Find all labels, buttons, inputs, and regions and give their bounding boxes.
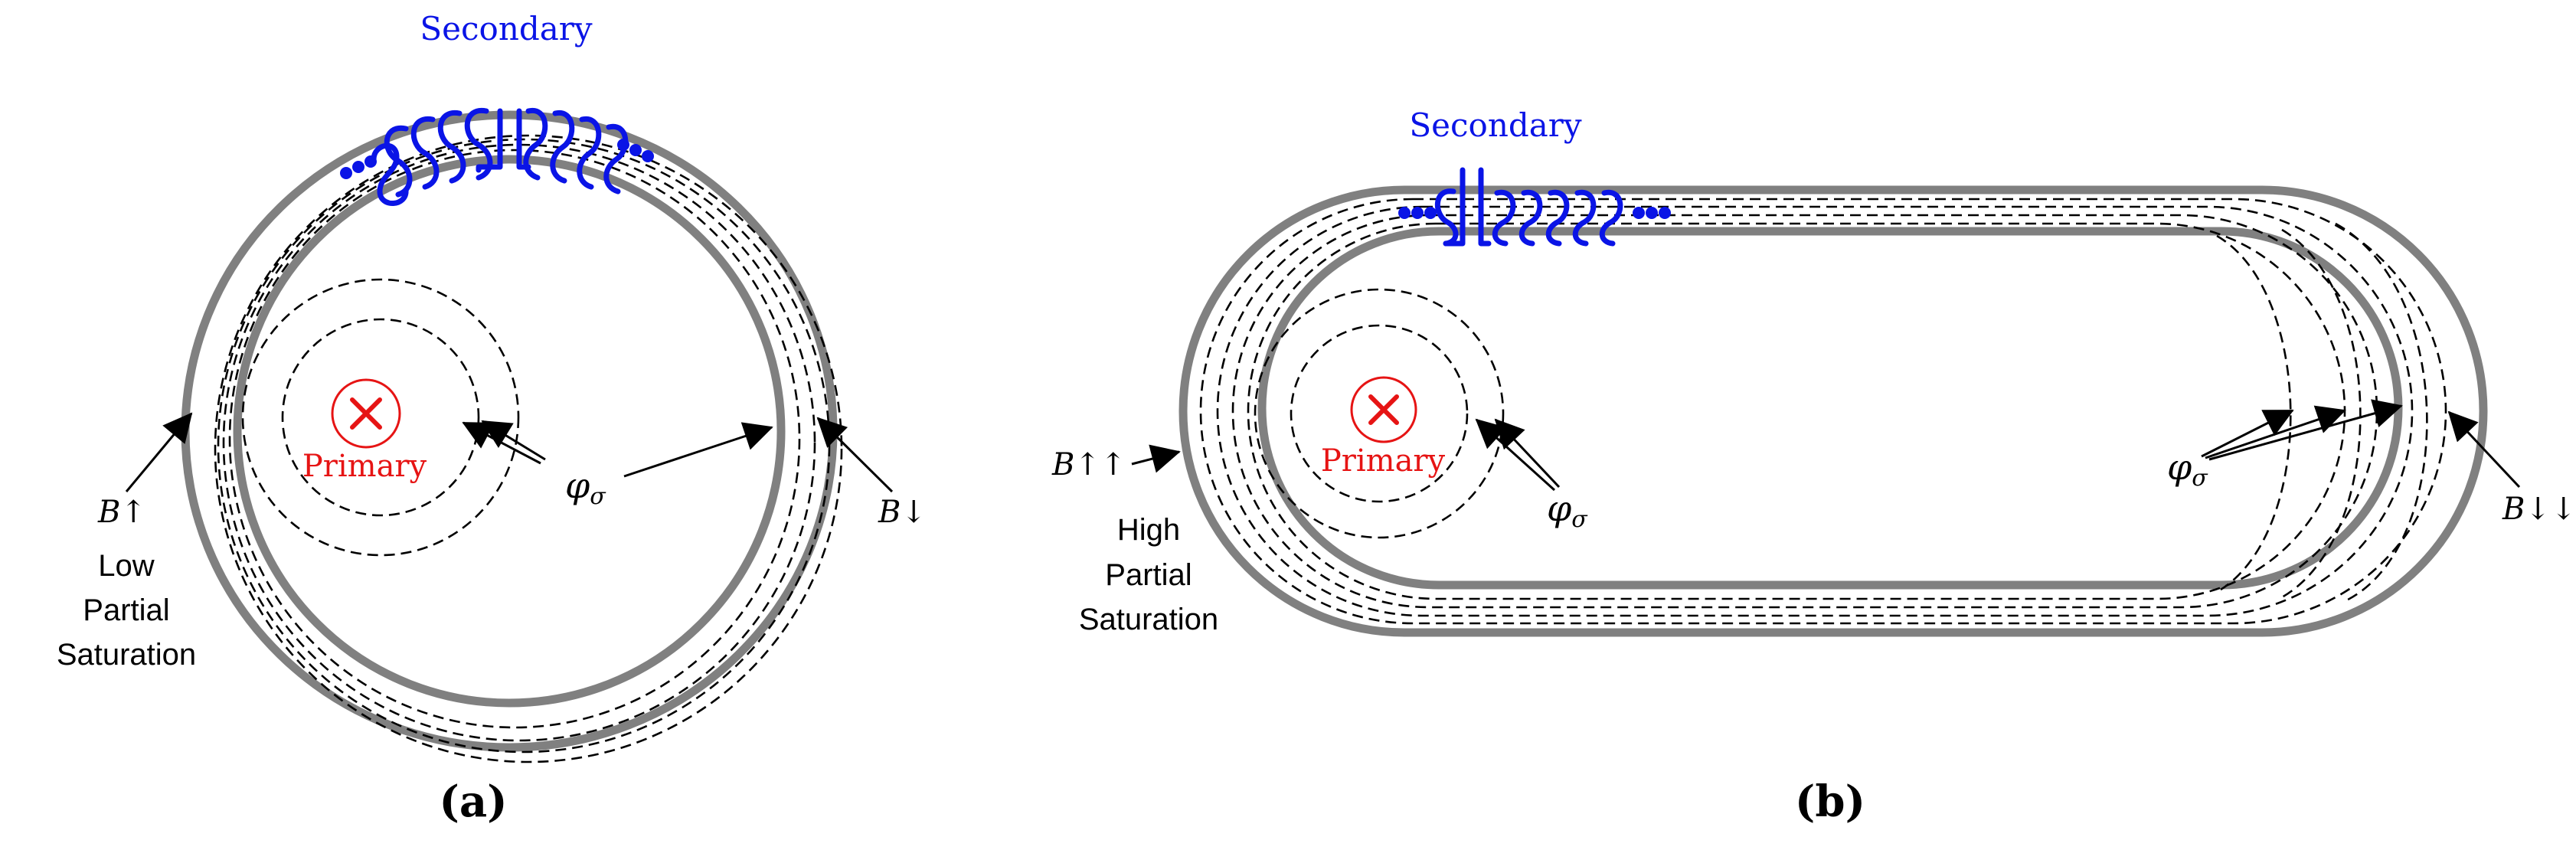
svg-text:High: High (1117, 513, 1180, 547)
flux-label: φσ (565, 465, 606, 510)
panel-a: Primary Secondary φσ (57, 10, 927, 827)
svg-text:Saturation: Saturation (1079, 603, 1218, 636)
leakage-flux-circles (1254, 288, 1505, 539)
b-left-arrow (1131, 444, 1181, 473)
leakage-flux-arcs (2216, 222, 2428, 603)
secondary-label: Secondary (1409, 106, 1581, 144)
core-inner-edge (233, 155, 786, 708)
flux-arrow (481, 420, 546, 461)
primary-label: Primary (302, 449, 427, 484)
svg-text:Saturation: Saturation (57, 638, 196, 672)
svg-text:Partial: Partial (1105, 558, 1192, 592)
b-left-label: B↑ (97, 495, 146, 530)
b-right-label: B↓↓ (2502, 492, 2576, 527)
flux-arrow (2201, 409, 2294, 458)
panel-b: Primary Secondary φσ φσ B↑↑ (1051, 106, 2576, 827)
b-right-arrow (2447, 410, 2521, 489)
secondary-label: Secondary (420, 10, 592, 47)
flux-label: φσ (1547, 488, 1588, 533)
flux-arrow (1494, 418, 1561, 489)
racetrack-core (1178, 185, 2488, 637)
flux-label: φσ (2167, 446, 2208, 492)
flux-arrow (2208, 399, 2403, 461)
flux-arrow (1475, 418, 1556, 492)
primary-label: Primary (1321, 443, 1446, 479)
saturation-note: High Partial Saturation (1079, 513, 1218, 636)
panel-tag: (a) (439, 776, 507, 827)
flux-arrow (2205, 405, 2346, 459)
primary-conductor-icon (1350, 376, 1417, 443)
b-right-arrow (816, 417, 894, 493)
b-left-arrow (125, 412, 193, 492)
svg-text:Low: Low (98, 549, 154, 583)
svg-text:Partial: Partial (83, 593, 169, 627)
secondary-winding-icon (340, 107, 654, 206)
core-inner-edge (1257, 227, 2403, 590)
toroid-core (181, 110, 838, 752)
flux-arrow (623, 422, 773, 478)
core-outer-edge (1178, 185, 2488, 637)
core-outer-edge (181, 110, 838, 752)
leakage-flux-circles (241, 278, 520, 557)
b-right-label: B↓ (878, 495, 927, 530)
b-left-label: B↑↑ (1051, 447, 1126, 482)
panel-tag: (b) (1795, 776, 1865, 827)
primary-conductor-icon (331, 378, 401, 449)
saturation-note: Low Partial Saturation (57, 549, 196, 672)
secondary-winding-icon (1398, 167, 1671, 247)
